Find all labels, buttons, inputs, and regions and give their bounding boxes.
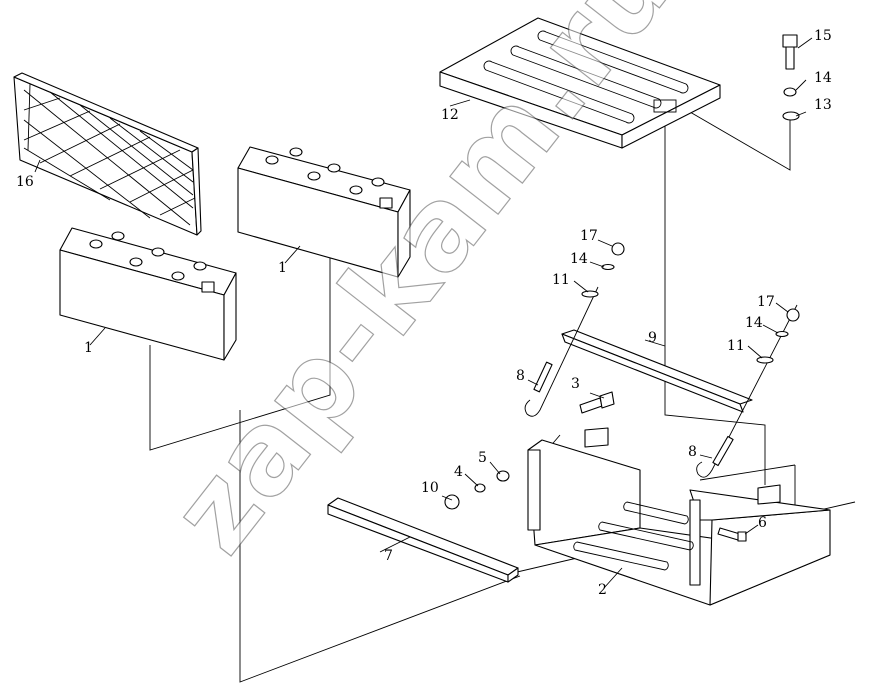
callout-3: 3 bbox=[571, 376, 580, 392]
callout-10: 10 bbox=[421, 480, 439, 496]
part-17-nut-right bbox=[786, 308, 800, 322]
callout-14-left: 14 bbox=[570, 251, 588, 267]
callout-13: 13 bbox=[814, 97, 832, 113]
callout-14-right: 14 bbox=[745, 315, 763, 331]
part-1-battery-rear bbox=[237, 146, 411, 278]
part-1-battery-front bbox=[59, 227, 237, 361]
part-9-clamp-bar bbox=[561, 329, 753, 413]
callout-17-left: 17 bbox=[580, 228, 598, 244]
part-17-nut-left bbox=[611, 242, 625, 256]
part-3-bolt bbox=[579, 391, 615, 414]
callout-7: 7 bbox=[384, 548, 393, 564]
part-14-washer-right bbox=[775, 330, 789, 338]
callout-14-top: 14 bbox=[814, 70, 832, 86]
callout-labels: 1 1 2 3 4 5 6 7 8 8 9 10 11 11 12 13 14 … bbox=[16, 28, 832, 598]
part-11-washer-left bbox=[581, 290, 599, 298]
callout-2: 2 bbox=[598, 582, 607, 598]
part-10-nut bbox=[444, 494, 460, 510]
callout-8-left: 8 bbox=[516, 368, 525, 384]
callout-1-rear: 1 bbox=[278, 260, 287, 276]
part-14-washer-top bbox=[783, 87, 797, 97]
part-15-bolt bbox=[782, 34, 798, 70]
part-8-hook-left bbox=[524, 286, 599, 417]
part-7-tube bbox=[327, 497, 519, 583]
part-12-cover bbox=[439, 17, 721, 149]
part-16-mat bbox=[13, 72, 202, 236]
part-2-tray bbox=[527, 427, 831, 606]
part-6-bolt bbox=[717, 527, 747, 542]
callout-15: 15 bbox=[814, 28, 832, 44]
part-11-washer-right bbox=[756, 356, 774, 364]
callout-5: 5 bbox=[478, 450, 487, 466]
callout-12: 12 bbox=[441, 107, 459, 123]
leader-lines bbox=[34, 37, 813, 589]
callout-11-right: 11 bbox=[727, 338, 745, 354]
callout-8-right: 8 bbox=[688, 444, 697, 460]
callout-9: 9 bbox=[648, 330, 657, 346]
callout-11-left: 11 bbox=[552, 272, 570, 288]
callout-16: 16 bbox=[16, 174, 34, 190]
part-8-hook-right bbox=[696, 304, 798, 478]
part-13-washer bbox=[782, 111, 800, 121]
callout-6: 6 bbox=[758, 515, 767, 531]
callout-17-right: 17 bbox=[757, 294, 775, 310]
part-14-washer-left bbox=[601, 263, 615, 271]
callout-4: 4 bbox=[454, 464, 463, 480]
callout-1-front: 1 bbox=[84, 340, 93, 356]
